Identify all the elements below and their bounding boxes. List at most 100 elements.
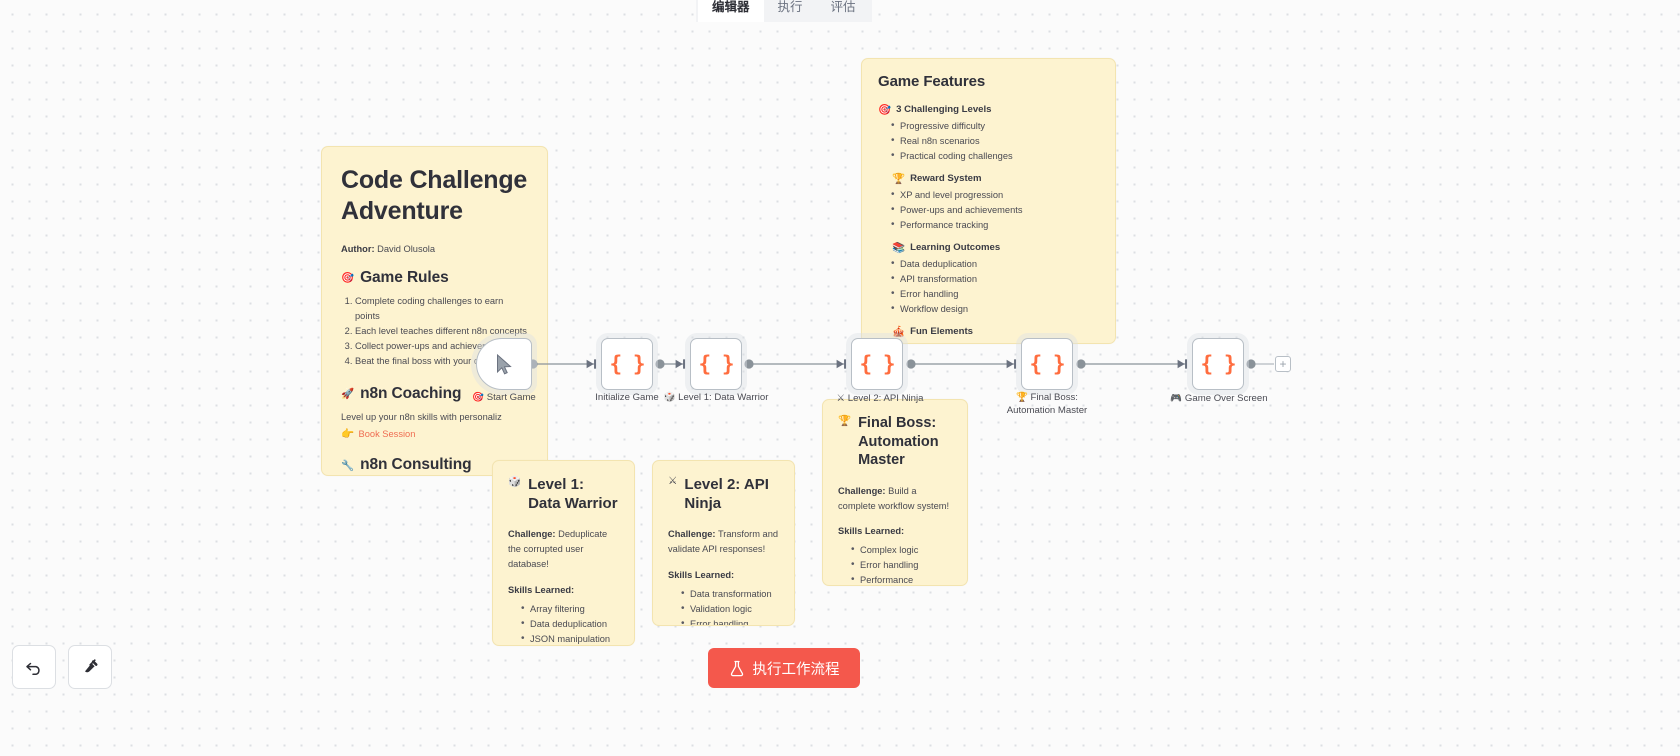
- trophy-icon: 🏆: [892, 173, 906, 186]
- list-item: Complete coding challenges to earn point…: [355, 294, 528, 324]
- challenge-label: Challenge:: [838, 485, 886, 496]
- coaching-description: Level up your n8n skills with personaliz: [341, 411, 502, 422]
- feature-group-label: Fun Elements: [910, 326, 973, 338]
- list-item: JSON manipulation: [521, 631, 619, 645]
- level1-header: 🎲 Level 1: Data Warrior: [508, 475, 619, 513]
- coaching-link-row[interactable]: 👉 Book Session: [341, 424, 528, 442]
- game-rules-header: 🎯 Game Rules: [341, 269, 528, 287]
- list-item: Real n8n scenarios: [891, 133, 1099, 149]
- feature-group-label: Learning Outcomes: [910, 242, 1001, 254]
- feature-list: Progressive difficulty Real n8n scenario…: [878, 118, 1099, 164]
- level2-challenge: Challenge: Transform and validate API re…: [668, 527, 779, 557]
- list-item: Complex logic: [851, 542, 952, 558]
- books-icon: 📚: [892, 242, 906, 255]
- boss-skills-list: Complex logic Error handling Performance…: [838, 542, 952, 585]
- list-item: Progressive difficulty: [891, 118, 1099, 134]
- challenge-text: Deduplicate the corrupted user database!: [508, 529, 608, 570]
- wrench-icon: 🔧: [341, 459, 355, 472]
- node-label-start-game: 🎯 Start Game: [472, 392, 536, 403]
- circus-tent-icon: 🎪: [892, 326, 906, 339]
- cursor-icon: [496, 353, 512, 374]
- add-node-button[interactable]: +: [1275, 356, 1291, 372]
- node-label-level-2: ⚔ Level 2: API Ninja: [836, 393, 924, 404]
- list-item: Performance tracking: [891, 217, 1099, 233]
- list-item: Data deduplication: [521, 616, 619, 632]
- node-label-game-over: 🎮 Game Over Screen: [1170, 393, 1268, 404]
- code-braces-icon: { }: [859, 352, 896, 376]
- code-braces-icon: { }: [1029, 352, 1066, 376]
- author-name: David Olusola: [377, 243, 436, 254]
- consulting-heading: n8n Consulting: [360, 456, 472, 474]
- sticky-note-final-boss[interactable]: 🏆 Final Boss: Automation Master Challeng…: [822, 399, 968, 586]
- game-rules-heading: Game Rules: [360, 268, 449, 286]
- list-item: Workflow design: [891, 301, 1099, 317]
- tab-evaluations[interactable]: 评估: [830, 0, 856, 14]
- node-start-game[interactable]: [476, 338, 532, 390]
- tidy-up-button[interactable]: [68, 645, 112, 689]
- list-item: Error handling: [681, 616, 779, 625]
- game-rules-list: Complete coding challenges to earn point…: [341, 294, 528, 369]
- book-session-link[interactable]: Book Session: [358, 429, 416, 440]
- feature-group-header: 🎪 Fun Elements: [878, 325, 1099, 338]
- note-author: Author: David Olusola: [341, 244, 528, 254]
- node-game-over-screen[interactable]: { }: [1192, 338, 1244, 390]
- code-braces-icon: { }: [1200, 352, 1237, 376]
- tab-executions[interactable]: 执行: [777, 0, 803, 14]
- boss-challenge: Challenge: Build a complete workflow sys…: [838, 484, 952, 514]
- undo-button[interactable]: [12, 645, 56, 689]
- author-label: Author:: [341, 243, 375, 254]
- dart-icon: 🎯: [341, 272, 355, 284]
- crossed-swords-icon: ⚔: [836, 393, 846, 404]
- level2-skills-list: Data transformation Validation logic Err…: [668, 586, 779, 625]
- node-level-1-data-warrior[interactable]: { }: [690, 338, 742, 390]
- rocket-icon: 🚀: [341, 388, 355, 401]
- flask-icon: [730, 660, 743, 676]
- node-initialize-game[interactable]: { }: [601, 338, 653, 390]
- node-level-2-api-ninja[interactable]: { }: [851, 338, 903, 390]
- level1-heading: Level 1: Data Warrior: [528, 476, 618, 513]
- undo-icon: [26, 662, 40, 676]
- execute-workflow-button[interactable]: 执行工作流程: [708, 648, 860, 688]
- level1-skills-label: Skills Learned:: [508, 585, 575, 595]
- node-label-final-boss: 🏆 Final Boss: Automation Master: [1006, 392, 1088, 416]
- dart-icon: 🎯: [878, 104, 892, 116]
- list-item: API transformation: [891, 271, 1099, 287]
- list-item: Power-ups and achievements: [891, 202, 1099, 218]
- code-braces-icon: { }: [698, 352, 735, 376]
- trophy-icon: 🏆: [1016, 392, 1028, 403]
- dice-icon: 🎲: [663, 392, 676, 403]
- node-label-level-1: 🎲 Level 1: Data Warrior: [663, 392, 769, 403]
- boss-header: 🏆 Final Boss: Automation Master: [838, 414, 952, 470]
- workflow-tabbar: 编辑器 执行 评估: [696, 0, 872, 22]
- challenge-label: Challenge:: [508, 529, 556, 540]
- feature-group-levels: 🎯 3 Challenging Levels Progressive diffi…: [878, 103, 1099, 164]
- sticky-note-level-1[interactable]: 🎲 Level 1: Data Warrior Challenge: Dedup…: [492, 460, 635, 646]
- list-item: Performance optimization: [851, 572, 952, 585]
- feature-list: XP and level progression Power-ups and a…: [878, 187, 1099, 233]
- consulting-header: 🔧 n8n Consulting: [341, 456, 528, 474]
- level2-skills-label: Skills Learned:: [668, 570, 735, 581]
- list-item: XP and level progression: [891, 187, 1099, 203]
- code-braces-icon: { }: [609, 352, 646, 376]
- pointing-hand-icon: 👉: [341, 428, 355, 441]
- level2-header: ⚔ Level 2: API Ninja: [668, 475, 779, 513]
- boss-heading: Final Boss: Automation Master: [858, 415, 939, 469]
- note-title-heading: Code Challenge Adventure: [341, 166, 528, 226]
- features-heading: Game Features: [878, 73, 986, 90]
- level2-heading: Level 2: API Ninja: [684, 476, 769, 513]
- node-label-initialize-game: Initialize Game: [595, 392, 659, 403]
- sticky-note-game-features[interactable]: Game Features 🎯 3 Challenging Levels Pro…: [861, 58, 1116, 344]
- challenge-label: Challenge:: [668, 529, 716, 540]
- tab-editor[interactable]: 编辑器: [698, 0, 764, 22]
- node-final-boss[interactable]: { }: [1021, 338, 1073, 390]
- list-item: Error handling: [891, 286, 1099, 302]
- list-item: Error handling: [851, 557, 952, 573]
- trophy-icon: 🏆: [838, 415, 852, 427]
- list-item: Data deduplication: [891, 256, 1099, 272]
- tidy-up-broom-icon: [85, 659, 98, 673]
- sticky-note-level-2[interactable]: ⚔ Level 2: API Ninja Challenge: Transfor…: [652, 460, 795, 626]
- sticky-note-title[interactable]: Code Challenge Adventure Author: David O…: [321, 146, 548, 476]
- execute-workflow-label: 执行工作流程: [752, 661, 840, 678]
